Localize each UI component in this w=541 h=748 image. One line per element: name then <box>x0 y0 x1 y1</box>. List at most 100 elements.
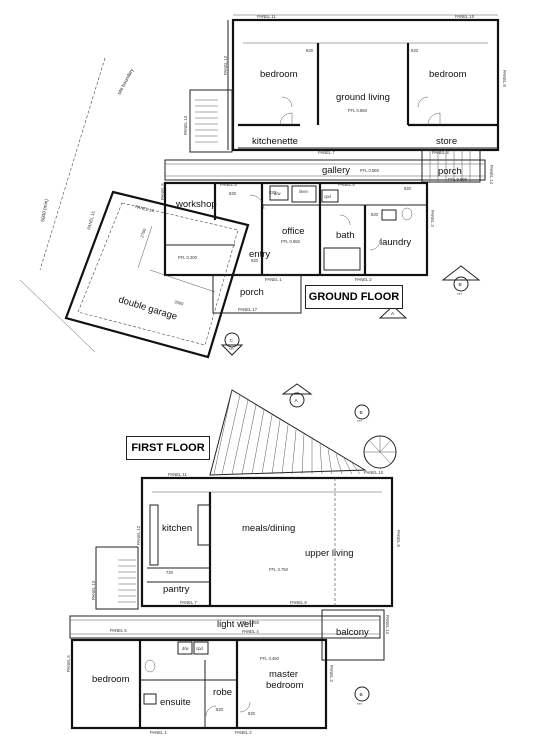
marker-c-sheet: *** <box>229 347 234 352</box>
panel-14-first: PANEL 14 <box>385 615 390 635</box>
panel-3-first: PANEL 3 <box>329 665 334 682</box>
room-balcony: balcony <box>336 627 369 638</box>
ffl-porch: FFL 0.600 <box>448 177 468 182</box>
toilet <box>401 207 413 221</box>
ground-floor-plan: site boundary 5000 (min) <box>19 14 507 359</box>
garage-dim <box>149 269 216 293</box>
door-swing <box>279 112 293 126</box>
roof-wedge-outline <box>209 389 367 476</box>
gallery-band <box>164 159 486 181</box>
door-width-first: 820 <box>248 711 256 716</box>
panel-9-label: PANEL 9 <box>502 70 507 87</box>
garage-dim <box>137 225 153 269</box>
stair-treads <box>195 99 218 143</box>
panel-2-first: PANEL 2 <box>235 730 252 735</box>
door-width-first: 720 <box>166 570 174 575</box>
lightwell-band <box>69 615 381 639</box>
panel-9-first: PANEL 9 <box>396 530 401 547</box>
room-pantry: pantry <box>163 584 190 595</box>
room-porch-bottom: porch <box>240 287 264 298</box>
porch-right-area <box>421 149 481 183</box>
ffl-master: FFL 3.450 <box>260 656 280 661</box>
kitchen-island <box>197 504 211 546</box>
first-stair <box>95 546 139 610</box>
panel-12-first: PANEL 12 <box>136 525 141 545</box>
room-entry: entry <box>249 249 270 260</box>
ffl-office: FFL 0.650 <box>281 239 301 244</box>
room-master-bedroom-line1: master <box>269 669 298 680</box>
porch-right-tiles <box>429 150 471 182</box>
dim-2700: 2700 <box>139 227 147 238</box>
room-porch-right: porch <box>438 166 462 177</box>
section-marker-b-arrow <box>441 265 481 281</box>
bath-tub <box>323 247 361 271</box>
section-marker-c-arrow <box>220 344 244 356</box>
panel-6-label: PANEL 6 <box>160 183 165 200</box>
cpd-unit <box>321 189 339 203</box>
panel-8-label: PANEL 8 <box>432 150 449 155</box>
balcony-outline <box>321 609 385 661</box>
double-garage-outline <box>64 190 250 359</box>
section-marker-c <box>224 332 240 348</box>
section-marker-a-first <box>289 392 305 408</box>
room-gallery: gallery <box>322 165 350 176</box>
door-width-first: 820 <box>216 707 224 712</box>
ffl-gallery: FFL 0.560 <box>360 168 380 173</box>
room-robe: robe <box>213 687 232 698</box>
dw-unit <box>269 185 289 201</box>
dim-2000: 2000 <box>174 299 185 306</box>
room-bedroom-right: bedroom <box>429 69 467 80</box>
marker-a-label: A <box>391 311 395 317</box>
door-swing <box>239 701 251 713</box>
first-floor-title: FIRST FLOOR <box>126 436 210 460</box>
linen-label: linen <box>299 189 309 194</box>
basin-first <box>143 693 157 705</box>
marker-c-label: C <box>230 338 234 344</box>
panel-10-first: PANEL 10 <box>364 470 384 475</box>
door-width-label: 820 <box>371 212 379 217</box>
room-upper-living: upper living <box>305 548 354 559</box>
cpd-label: cpd <box>324 194 331 199</box>
panel-12-label: PANEL 12 <box>223 55 228 75</box>
panel-11-first: PANEL 11 <box>168 472 187 477</box>
ground-stair <box>189 89 233 153</box>
site-line <box>19 279 96 353</box>
door-swing <box>205 705 217 717</box>
roof-wedge-hatch <box>213 389 361 475</box>
room-kitchenette: kitchenette <box>252 136 298 147</box>
door-swing <box>339 214 351 226</box>
panel-11-label: PANEL 11 <box>257 14 276 19</box>
panel-7-label: PANEL 7 <box>318 150 335 155</box>
basin <box>381 209 397 221</box>
setback-dimension: 5000 (min) <box>40 198 50 222</box>
marker-b-lower-label: B <box>360 692 363 698</box>
room-office: office <box>282 226 305 237</box>
first-floor-plan: A B *** B *** kitchen meals/dining upper… <box>66 383 401 735</box>
room-bedroom-left: bedroom <box>260 69 298 80</box>
panel-13-label: PANEL 13 <box>183 115 188 135</box>
panel-1-label: PANEL 1 <box>265 277 282 282</box>
marker-b-lower-sheet: *** <box>357 702 362 707</box>
door-width-label: 820 <box>251 258 259 263</box>
section-marker-b <box>453 276 469 292</box>
door-swing <box>417 96 429 108</box>
room-laundry: laundry <box>380 237 411 248</box>
door-width-label: 820 <box>411 48 419 53</box>
door-swing <box>281 96 293 108</box>
panel-8-first: PANEL 8 <box>290 600 307 605</box>
panel-10-label: PANEL 10 <box>455 14 475 19</box>
room-workshop: workshop <box>175 199 217 210</box>
marker-b-first-sheet: *** <box>357 419 362 424</box>
section-marker-a <box>378 305 408 319</box>
ffl-upper: FFL 3.750 <box>269 567 289 572</box>
section-marker-b-first-lower <box>354 686 370 702</box>
panel-16-label: PANEL 16 <box>135 204 155 213</box>
site-boundary-label: site boundary <box>116 67 135 96</box>
room-ensuite: ensuite <box>160 697 191 708</box>
panel-5-label: PANEL 5 <box>220 182 237 187</box>
kitchen-bench <box>149 504 159 566</box>
door-width-label: 820 <box>269 190 277 195</box>
dw-label: d/w <box>274 191 281 196</box>
first-main-block <box>140 476 394 608</box>
